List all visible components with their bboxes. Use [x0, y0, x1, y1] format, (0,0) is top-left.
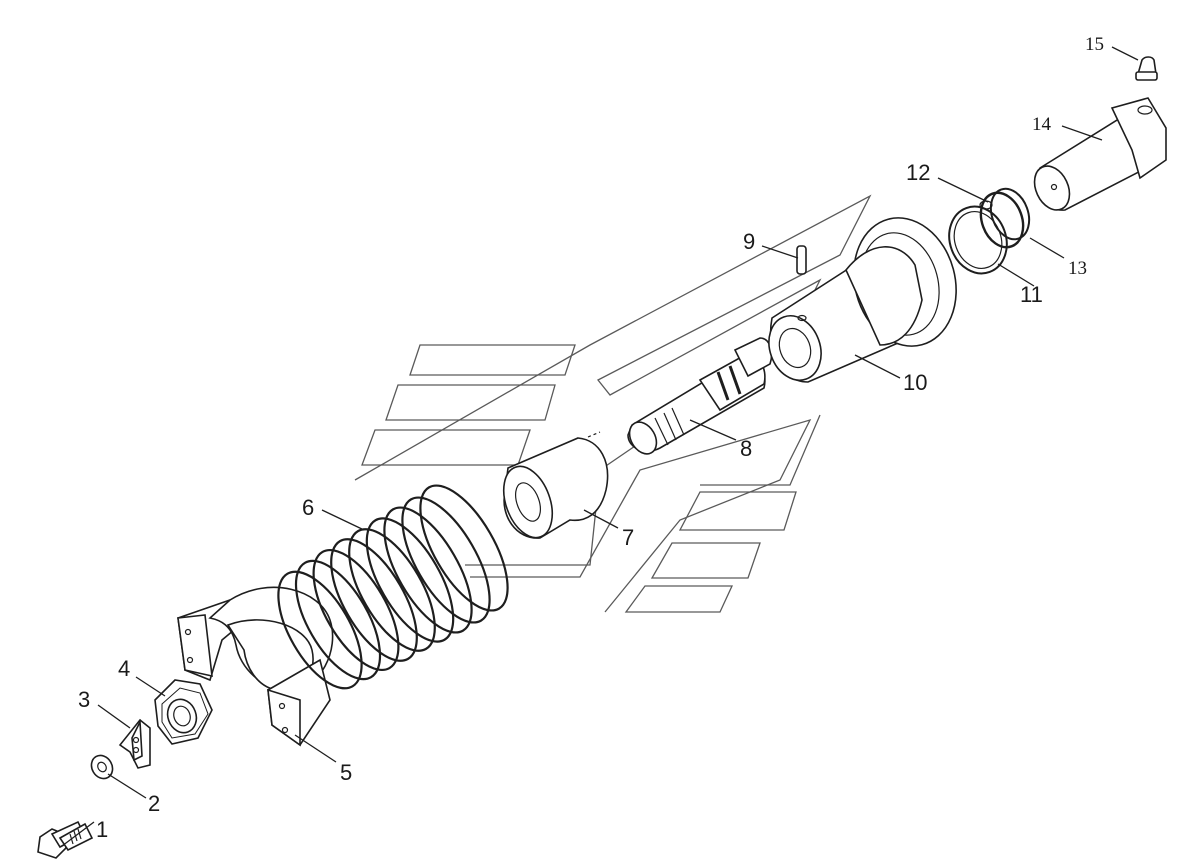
callout-labels: 1 2 3 4 5 6 7 8 9 10 11 12 13 14 15: [78, 34, 1104, 842]
bolt: [37, 820, 94, 859]
shaft: [627, 337, 773, 455]
callout-8: 8: [740, 436, 752, 461]
callout-12: 12: [906, 160, 930, 185]
hex-nut: [154, 679, 213, 745]
callout-15: 15: [1085, 34, 1104, 55]
callout-7: 7: [622, 525, 634, 550]
watermark-logo: [354, 194, 872, 613]
callout-1: 1: [96, 817, 108, 842]
callout-11: 11: [1020, 282, 1043, 307]
seal-rings: [979, 187, 1031, 249]
callout-5: 5: [340, 760, 352, 785]
washer: [90, 754, 114, 780]
callout-13: 13: [1068, 258, 1087, 279]
callout-4: 4: [118, 656, 130, 681]
callout-2: 2: [148, 791, 160, 816]
cylinder-tube: [1033, 97, 1167, 211]
coil-spring: [277, 484, 509, 690]
bushing: [502, 431, 609, 539]
leader-lines: [61, 46, 1139, 847]
callout-6: 6: [302, 495, 314, 520]
pin: [796, 245, 807, 275]
grease-nipple: [1135, 56, 1158, 81]
callout-3: 3: [78, 687, 90, 712]
lock-plate: [118, 718, 151, 769]
callout-10: 10: [903, 370, 927, 395]
tapered-housing: [768, 217, 957, 383]
callout-9: 9: [743, 229, 755, 254]
callout-14: 14: [1032, 114, 1052, 135]
yoke-bracket: [177, 586, 334, 747]
